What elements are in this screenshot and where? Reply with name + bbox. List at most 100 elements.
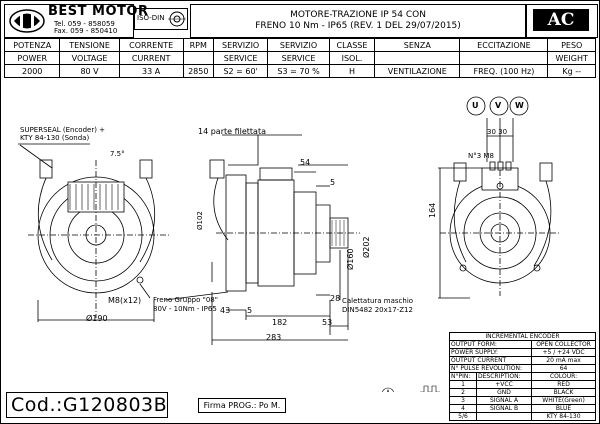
spec-header-cell: PESO (547, 38, 596, 52)
dim-102: Ø102 (196, 211, 204, 230)
dim-202: Ø202 (362, 236, 371, 258)
colour-header: COLOUR: (531, 372, 596, 381)
encoder-key: OUTPUT CURRENT (448, 356, 533, 365)
superseal-label-2: KTY 84-130 (Sonda) (20, 134, 90, 142)
spec-header-cell: ISOL. (328, 51, 376, 65)
drawing-code: Cod.:G120803B (6, 392, 168, 418)
spec-header-cell: POWER (3, 51, 61, 65)
pin-colour: BLUE (531, 404, 596, 413)
spec-header-cell: SERVICE (212, 51, 269, 65)
spec-value-cell: Kg -- (547, 64, 596, 78)
best-motor-logo-icon (9, 9, 45, 33)
encoder-table: INCREMENTAL ENCODER OUTPUT FORM:OPEN COL… (448, 332, 596, 421)
pin-description (475, 412, 533, 421)
pin-number: 5/6 (449, 412, 477, 421)
encoder-value: 64 (531, 364, 596, 373)
contact-info: Tel. 059 - 858059 Fax. 059 - 850410 (54, 21, 117, 35)
encoder-key: OUTPUT FORM: (448, 340, 533, 349)
spec-header-cell: SERVICE (267, 51, 330, 65)
brand-name: BEST MOTOR (48, 4, 149, 19)
pin-description: GND (475, 388, 533, 397)
dim-5-bottom: 5 (247, 306, 253, 315)
title-line-2: FRENO 10 Nm - IP65 (REV. 1 DEL 29/07/201… (255, 21, 461, 31)
logo-box (4, 4, 134, 38)
encoder-value: +5 / +24 VDC (531, 348, 596, 357)
pin-description: SIGNAL B (475, 404, 533, 413)
dim-160: Ø160 (346, 248, 355, 270)
spec-header-cell: CLASSE (328, 38, 376, 52)
spec-value-cell: VENTILAZIONE (374, 64, 461, 78)
encoder-value: 20 mA max (531, 356, 596, 365)
pin-number: 1 (449, 380, 477, 389)
spec-header-cell: WEIGHT (547, 51, 596, 65)
encoder-key: N° PULSE REVOLUTION: (448, 364, 533, 373)
spec-value-cell: FREQ. (100 Hz) (459, 64, 549, 78)
signature-box: Firma PROG.: Po M. (198, 398, 286, 413)
encoder-key: POWER SUPPLY: (448, 348, 533, 357)
pin-colour: BLACK (531, 388, 596, 397)
spec-value-cell: 33 A (118, 64, 184, 78)
dim-28: 28 (330, 294, 341, 303)
technical-drawing (18, 96, 560, 392)
fax-number: Fax. 059 - 850410 (54, 27, 118, 35)
spec-header-cell: ECCITAZIONE (459, 38, 549, 52)
pin-description: +VCC (475, 380, 533, 389)
dim-30-30: 30 30 (487, 128, 508, 136)
dim-190: Ø190 (86, 314, 108, 323)
dim-m8: M8(x12) (108, 296, 142, 305)
pin-description: SIGNAL A (475, 396, 533, 405)
dim-53: 53 (322, 318, 333, 327)
dim-182: 182 (272, 318, 288, 327)
encoder-title: INCREMENTAL ENCODER (449, 332, 596, 341)
thread-note: 14 parte filettata (198, 127, 266, 136)
spec-value-cell: S2 = 60' (212, 64, 269, 78)
spec-header-cell: CURRENT (118, 51, 184, 65)
pin-colour: WHITE(Green) (531, 396, 596, 405)
phase-v-label: V (495, 101, 502, 110)
spec-header-cell: SENZA (374, 38, 461, 52)
spec-value-cell: 80 V (59, 64, 120, 78)
angle-label: 7.5° (110, 150, 125, 158)
spec-value-cell: H (328, 64, 376, 78)
iso-symbol: ISO-DIN (134, 8, 188, 30)
spec-value-cell: 2850 (182, 64, 214, 78)
pin-header: N°PIN: (449, 372, 477, 381)
description-header: DESCRIPTION: (475, 372, 533, 381)
shaft-label-1: Calettatura maschio (342, 297, 414, 305)
spec-header-cell (182, 51, 214, 65)
title-line-1: MOTORE-TRAZIONE IP 54 CON (290, 10, 426, 20)
spec-header-cell: CORRENTE (118, 38, 184, 52)
spec-header-cell (374, 51, 461, 65)
spec-header-cell: TENSIONE (59, 38, 120, 52)
dim-283: 283 (266, 333, 282, 342)
dim-164: 164 (428, 202, 437, 218)
pin-colour: RED (531, 380, 596, 389)
title-block: MOTORE-TRAZIONE IP 54 CON FRENO 10 Nm - … (190, 4, 526, 38)
phase-u-label: U (472, 101, 479, 110)
pin-colour: KTY 84-130 (531, 412, 596, 421)
pin-number: 4 (449, 404, 477, 413)
dim-43: 43 (220, 306, 231, 315)
spec-header-cell: VOLTAGE (59, 51, 120, 65)
shaft-label-2: DIN5482 20x17-Z12 (342, 306, 413, 314)
superseal-label-1: SUPERSEAL (Encoder) + (20, 126, 106, 134)
iso-label: ISO-DIN (137, 14, 165, 22)
tel-number: Tel. 059 - 858059 (54, 20, 115, 28)
spec-header-cell: RPM (182, 38, 214, 52)
pin-number: 2 (449, 388, 477, 397)
phase-w-label: W (515, 101, 524, 110)
spec-header-cell: SERVIZIO (267, 38, 330, 52)
dim-n3-m8: N°3 M8 (468, 152, 494, 160)
ac-logo: AC (533, 9, 589, 31)
spec-value-cell: 2000 (3, 64, 61, 78)
pin-number: 3 (449, 396, 477, 405)
spec-header-cell: SERVIZIO (212, 38, 269, 52)
encoder-value: OPEN COLLECTOR (531, 340, 596, 349)
projection-symbol-icon (134, 8, 188, 30)
brake-label-2: 80V - 10Nm - IP65 (153, 305, 217, 313)
dim-54: 54 (300, 158, 311, 167)
